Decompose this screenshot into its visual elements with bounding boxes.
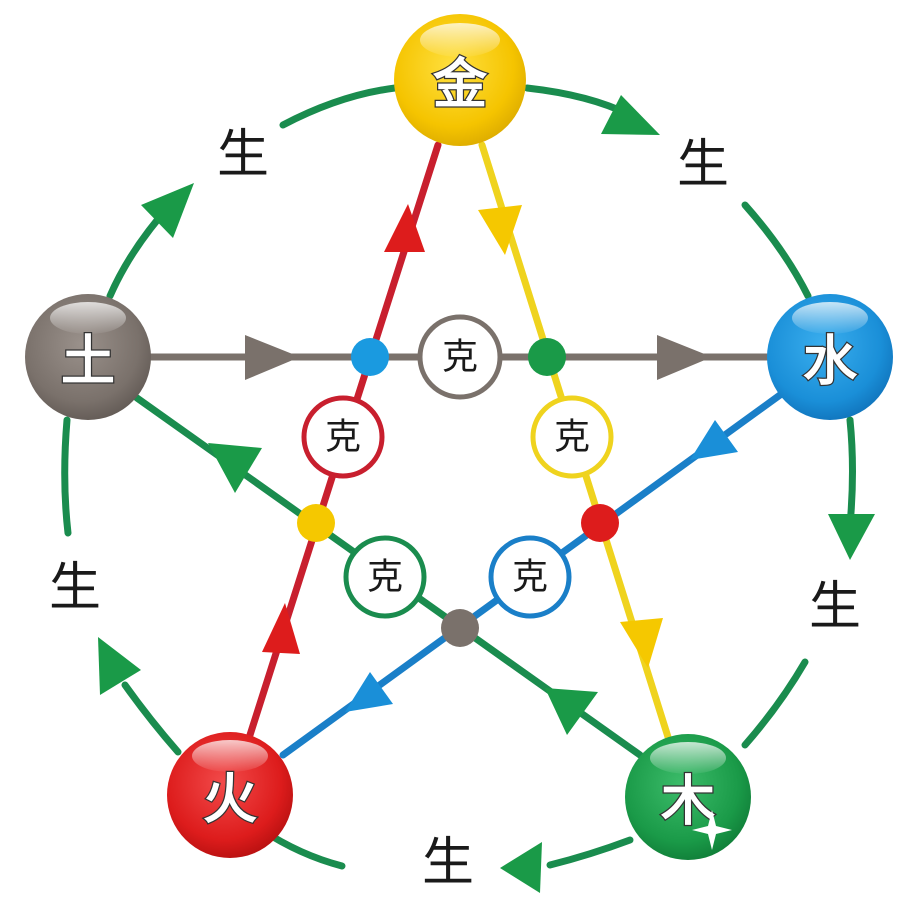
sheng-arc-water-wood-lower xyxy=(741,658,809,749)
sheng-label-earth-metal: 生 xyxy=(217,125,269,185)
ke-arrowhead-blue-2 xyxy=(345,672,393,712)
dot-blue xyxy=(351,338,389,376)
intersection-dots xyxy=(297,338,619,647)
generating-cycle xyxy=(61,84,856,870)
ke-arrowhead-gray-2 xyxy=(657,335,712,380)
ke-arrowhead-green-1 xyxy=(208,443,262,493)
orb-label-water: 水 xyxy=(803,330,858,393)
dot-red xyxy=(581,504,619,542)
ke-label: 克 xyxy=(325,417,361,458)
arrowhead-to-water xyxy=(601,95,660,135)
orb-label-metal: 金 xyxy=(432,53,488,116)
orb-label-fire: 火 xyxy=(203,768,257,831)
orb-label-wood: 木 xyxy=(661,770,715,833)
ke-label: 克 xyxy=(554,417,590,458)
sheng-label-wood-fire: 生 xyxy=(422,833,474,893)
ke-arrowhead-red-2 xyxy=(262,603,300,654)
orb-earth: 土 xyxy=(25,294,151,420)
element-orbs: 金 水 木 火 土 xyxy=(25,14,893,860)
sheng-arc-fire-earth-lower xyxy=(121,681,182,756)
sheng-arc-fire-earth-upper xyxy=(61,416,72,537)
sheng-arc-metal-water-lower xyxy=(741,201,812,300)
dot-green xyxy=(528,338,566,376)
ke-arrowhead-blue-1 xyxy=(690,420,738,460)
ke-arrowhead-red-1 xyxy=(384,204,425,252)
dot-yellow xyxy=(297,504,335,542)
ke-label: 克 xyxy=(442,337,478,378)
sheng-label-metal-water: 生 xyxy=(677,135,729,195)
ke-badge-yellow: 克 xyxy=(530,395,614,479)
ke-arrowhead-gray-1 xyxy=(245,335,300,380)
sheng-arc-earth-metal-upper xyxy=(279,84,399,129)
ke-badge-gray: 克 xyxy=(417,314,503,400)
orb-wood: 木 xyxy=(625,734,751,860)
sheng-label-water-wood: 生 xyxy=(809,577,861,637)
ke-label: 克 xyxy=(367,557,403,598)
sheng-labels: 生 生 生 生 生 xyxy=(49,125,861,893)
ke-arrowhead-green-2 xyxy=(545,688,598,735)
sheng-label-fire-earth: 生 xyxy=(49,558,101,618)
orb-fire: 火 xyxy=(167,732,293,858)
ke-arrowhead-yellow-1 xyxy=(478,205,522,255)
ke-badge-red: 克 xyxy=(301,395,385,479)
dot-gray xyxy=(441,609,479,647)
orb-label-earth: 土 xyxy=(61,330,115,393)
ke-badge-blue: 克 xyxy=(488,535,572,619)
arrowhead-to-wood xyxy=(828,514,875,560)
orb-water: 水 xyxy=(767,294,893,420)
generating-arrowheads xyxy=(98,95,875,893)
ke-badges: 克 克 克 克 克 xyxy=(301,314,614,619)
sheng-arc-wood-fire-right xyxy=(546,836,634,869)
arrowhead-to-fire xyxy=(500,842,542,893)
ke-label: 克 xyxy=(512,557,548,598)
arrowhead-to-metal xyxy=(141,183,194,238)
ke-arrowhead-yellow-2 xyxy=(620,618,663,668)
sheng-arc-water-wood-upper xyxy=(846,416,856,529)
arrowhead-to-earth xyxy=(98,637,141,695)
overcoming-arrowheads xyxy=(208,204,738,735)
sparkle-icon xyxy=(692,810,732,850)
ke-badge-green: 克 xyxy=(343,535,427,619)
orb-metal: 金 xyxy=(394,14,526,146)
